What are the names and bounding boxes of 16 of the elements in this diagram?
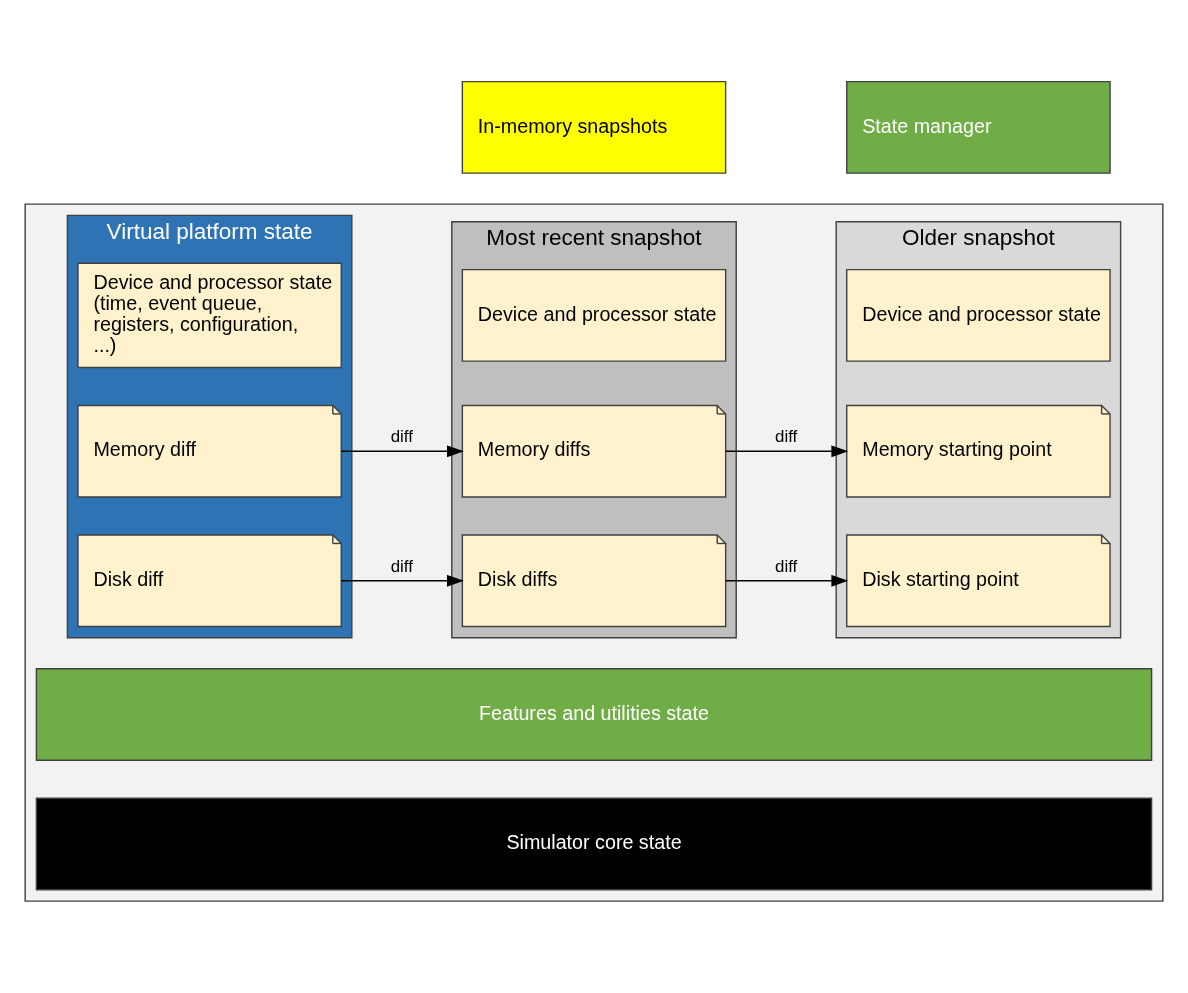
- node-box: Device and processor state: [846, 268, 1111, 362]
- node-box: Features and utilities state: [35, 667, 1153, 761]
- arrow: [340, 444, 464, 457]
- edge-label: diff: [775, 426, 798, 446]
- cluster: [24, 202, 1164, 902]
- node-box: In-memory snapshots: [461, 80, 727, 174]
- node-box: Simulator core state: [35, 797, 1153, 891]
- node-box: State manager: [846, 80, 1111, 174]
- arrow: [340, 574, 464, 587]
- edge-label: diff: [775, 556, 798, 576]
- edge-label: diff: [390, 426, 413, 446]
- arrow: [725, 574, 849, 587]
- edge-label: diff: [390, 556, 413, 576]
- node-box: Device and processor state: [461, 268, 727, 362]
- node-box: Device and processor state (time, event queue, registers, configuration, ...): [77, 262, 342, 368]
- arrow: [725, 444, 849, 457]
